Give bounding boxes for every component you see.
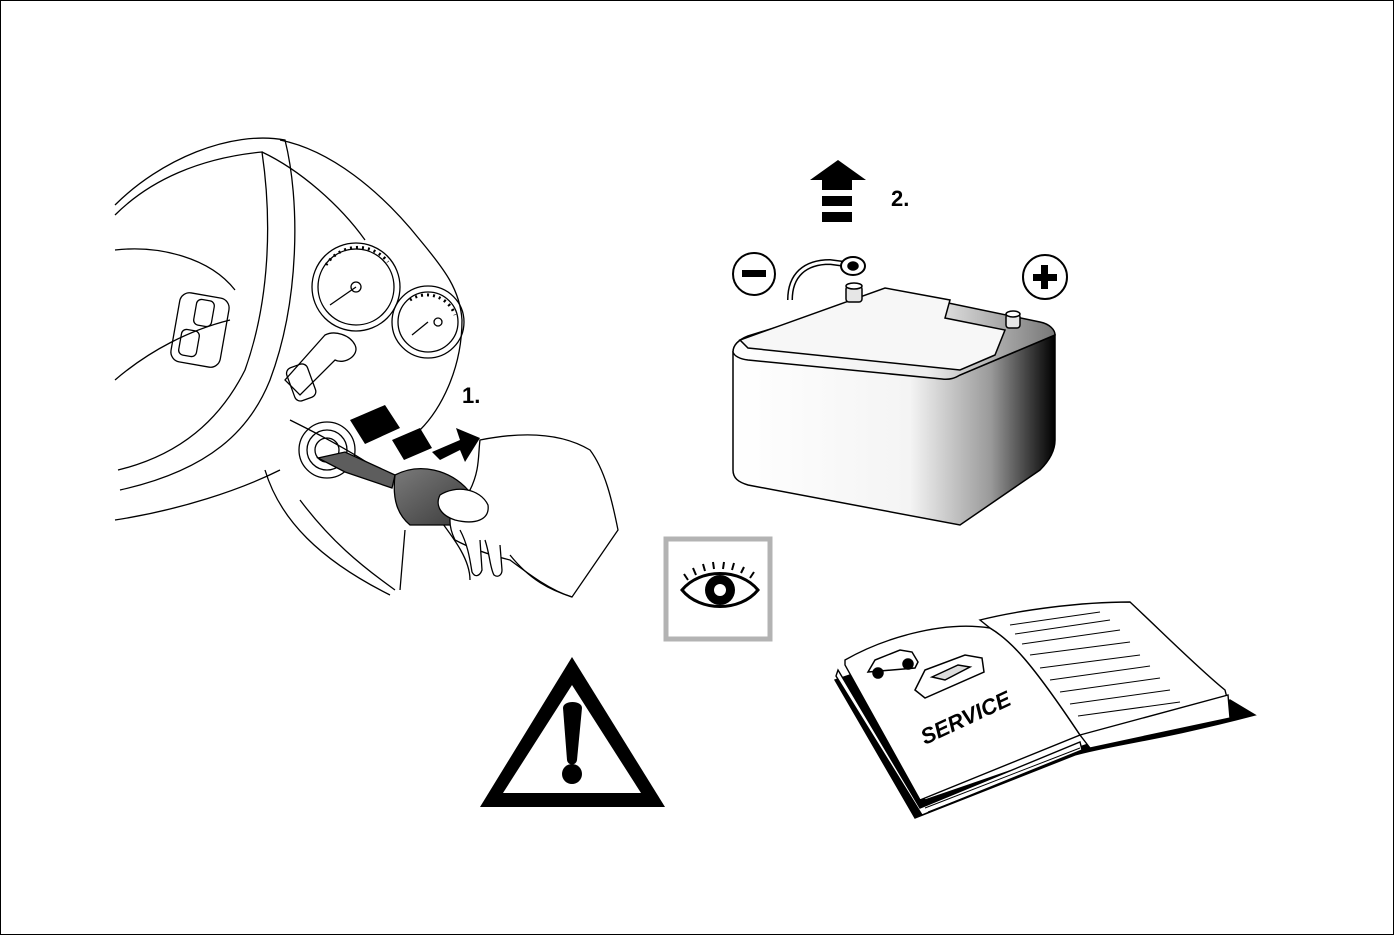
dashboard-scene — [114, 137, 471, 596]
service-manual-book — [833, 601, 1257, 819]
steering-wheel-rim — [114, 137, 296, 491]
car-icon — [914, 654, 985, 699]
car-battery — [732, 256, 1056, 526]
negative-terminal-badge — [732, 252, 776, 296]
speedometer-gauge — [311, 242, 401, 332]
push-arrow-icon — [350, 405, 480, 462]
steering-wheel-inner-rim — [114, 151, 269, 471]
positive-terminal-badge — [1022, 254, 1068, 300]
tachometer-gauge — [391, 285, 465, 359]
warning-triangle-icon — [480, 657, 665, 807]
car-icon — [866, 649, 919, 679]
lift-arrow-icon — [810, 160, 866, 222]
step-1-label: 1. — [462, 383, 480, 408]
hand — [437, 434, 619, 598]
step-2-label: 2. — [891, 186, 909, 211]
eye-icon — [663, 536, 773, 642]
